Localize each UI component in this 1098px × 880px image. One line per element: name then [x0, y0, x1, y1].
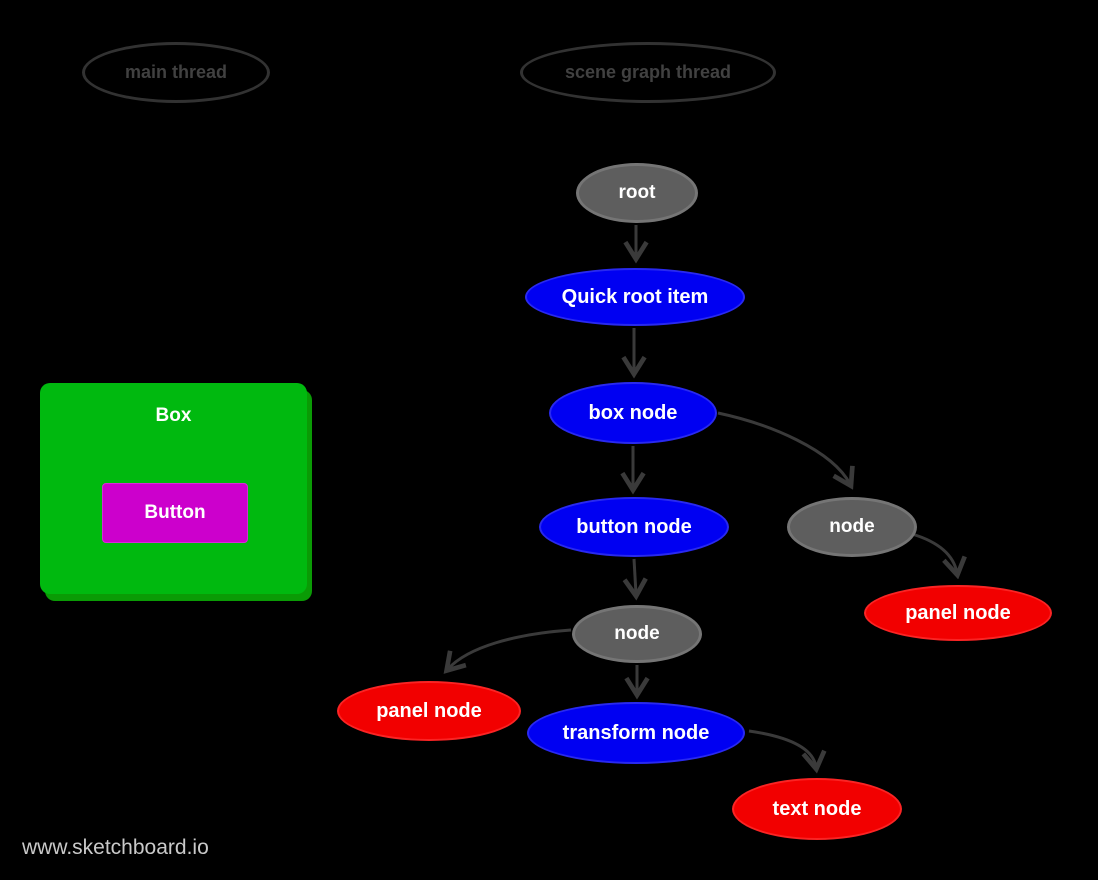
node-right[interactable]: node — [787, 497, 917, 557]
box-label: Box — [155, 405, 192, 426]
main-thread-lane[interactable]: main thread — [82, 42, 270, 103]
node-center[interactable]: node — [572, 605, 702, 663]
node-quick-root-item[interactable]: Quick root item — [525, 268, 745, 326]
button-shape[interactable]: Button — [102, 483, 248, 543]
sketchboard-watermark: www.sketchboard.io — [22, 836, 209, 859]
node-box-node-label: box node — [588, 401, 678, 424]
scene-graph-thread-label: scene graph thread — [564, 62, 732, 82]
main-thread-label: main thread — [124, 62, 228, 82]
node-panel-node-right-label: panel node — [905, 601, 1011, 624]
node-transform-node[interactable]: transform node — [527, 702, 745, 764]
button-label: Button — [144, 502, 206, 523]
node-button-node-label: button node — [576, 515, 692, 538]
node-panel-node-right[interactable]: panel node — [864, 585, 1052, 641]
node-transform-node-label: transform node — [562, 721, 710, 744]
box-shape[interactable]: Box Button — [40, 383, 307, 594]
node-text-node[interactable]: text node — [732, 778, 902, 840]
node-root-label: root — [618, 182, 656, 203]
node-panel-node-left[interactable]: panel node — [337, 681, 521, 741]
node-text-node-label: text node — [772, 797, 862, 820]
node-panel-node-left-label: panel node — [376, 699, 482, 722]
edge-node-right-panel-node-right — [911, 532, 957, 573]
edge-button-node-node-center — [634, 558, 636, 594]
node-right-label: node — [829, 516, 875, 537]
scene-graph-thread-lane[interactable]: scene graph thread — [520, 42, 776, 103]
edge-node-center-panel-node-left — [448, 628, 572, 669]
node-button-node[interactable]: button node — [539, 497, 729, 557]
edge-transform-node-text-node — [748, 729, 816, 767]
node-quick-root-item-label: Quick root item — [561, 285, 709, 308]
node-root[interactable]: root — [576, 163, 698, 223]
node-box-node[interactable]: box node — [549, 382, 717, 444]
node-center-label: node — [614, 623, 660, 644]
edge-box-node-node-right — [717, 411, 850, 484]
